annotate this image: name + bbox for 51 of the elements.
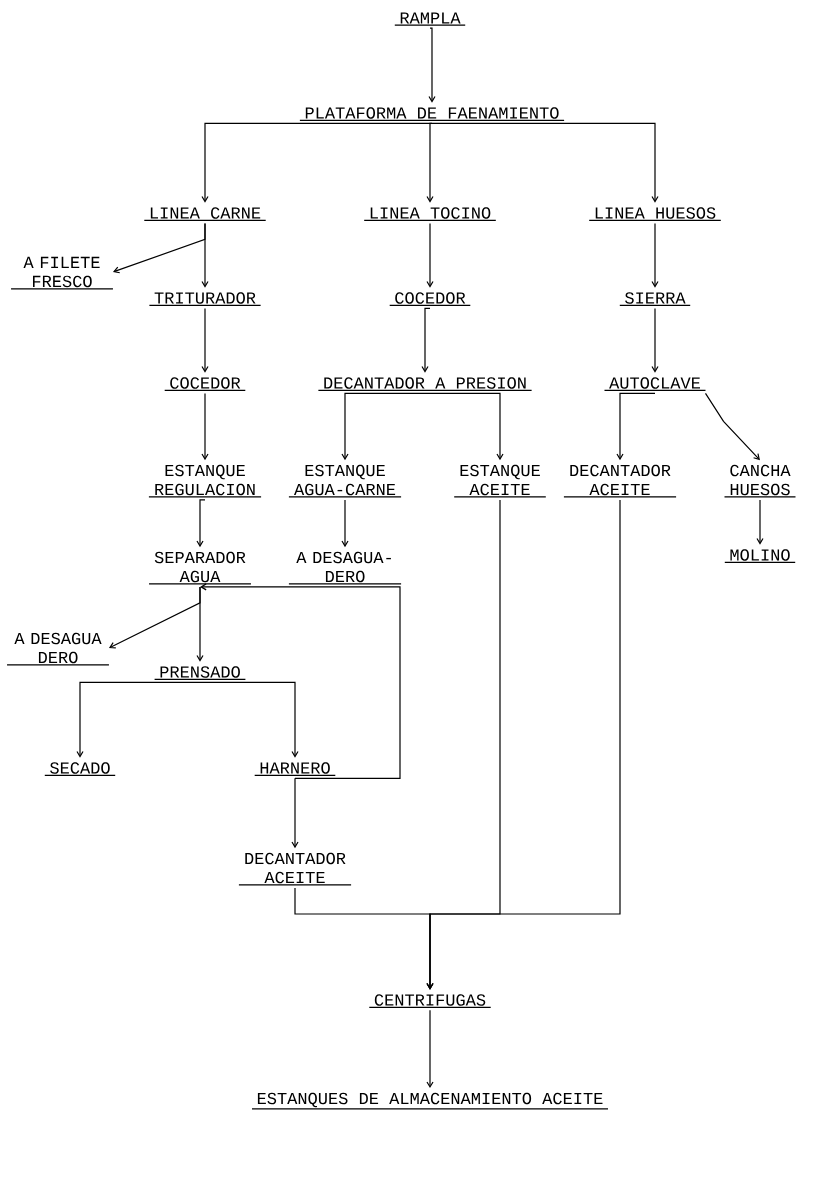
underlined-label: COCEDOR [164,377,246,391]
underlined-label: AUTOCLAVE [603,377,707,391]
arrow [196,586,204,662]
arrow [291,777,299,849]
arrow [196,499,206,548]
arrow [201,307,209,373]
arrow [426,122,434,203]
arrow [426,222,434,288]
underlined-label: PLATAFORMA DE FAENAMIENTO [299,107,565,121]
arrow [428,27,436,103]
underlined-label: LINEA TOCINO [363,207,497,221]
arrow [200,583,401,779]
underlined-label: SEPARADOR AGUA [148,551,252,585]
arrow [341,392,426,461]
underlined-label: CANCHA HUESOS [723,464,797,498]
arrow [616,392,656,461]
underlined-label: A FILETE FRESCO [10,256,114,290]
underlined-label: SIERRA [619,292,691,306]
underlined-label: TRITURADOR [148,292,262,306]
underlined-label: HARNERO [254,762,336,776]
underlined-label: COCEDOR [389,292,471,306]
underlined-label: CENTRIFUGAS [368,994,492,1008]
arrow [341,499,349,548]
arrow [199,681,299,758]
underlined-label: ESTANQUE REGULACION [148,464,262,498]
underlined-label: DECANTADOR ACEITE [563,464,677,498]
arrow [651,307,659,373]
arrow [756,499,764,545]
underlined-label: A DESAGUA DERO [6,632,110,666]
underlined-label: ESTANQUE ACEITE [453,464,547,498]
arrow [201,222,209,288]
underlined-label: PRENSADO [154,666,246,680]
arrow [651,222,659,288]
underlined-label: LINEA HUESOS [588,207,722,221]
arrow [424,392,504,461]
arrow [426,1009,434,1089]
underlined-label: ESTANQUE AGUA-CARNE [288,464,402,498]
underlined-label: MOLINO [724,549,796,563]
arrow [76,681,201,758]
underlined-label: A DESAGUA-DERO [288,551,402,585]
arrow [421,307,431,373]
arrow [426,499,621,990]
underlined-label: DECANTADOR ACEITE [238,852,352,886]
arrow [431,122,659,203]
underlined-label: SECADO [44,762,116,776]
underlined-label: DECANTADOR A PRESION [317,377,533,391]
arrow [704,392,760,461]
underlined-label: ESTANQUES DE ALMACENAMIENTO ACEITE [251,1092,609,1110]
underlined-label: LINEA CARNE [143,207,267,221]
arrow [201,392,209,461]
underlined-label: RAMPLA [394,12,466,26]
